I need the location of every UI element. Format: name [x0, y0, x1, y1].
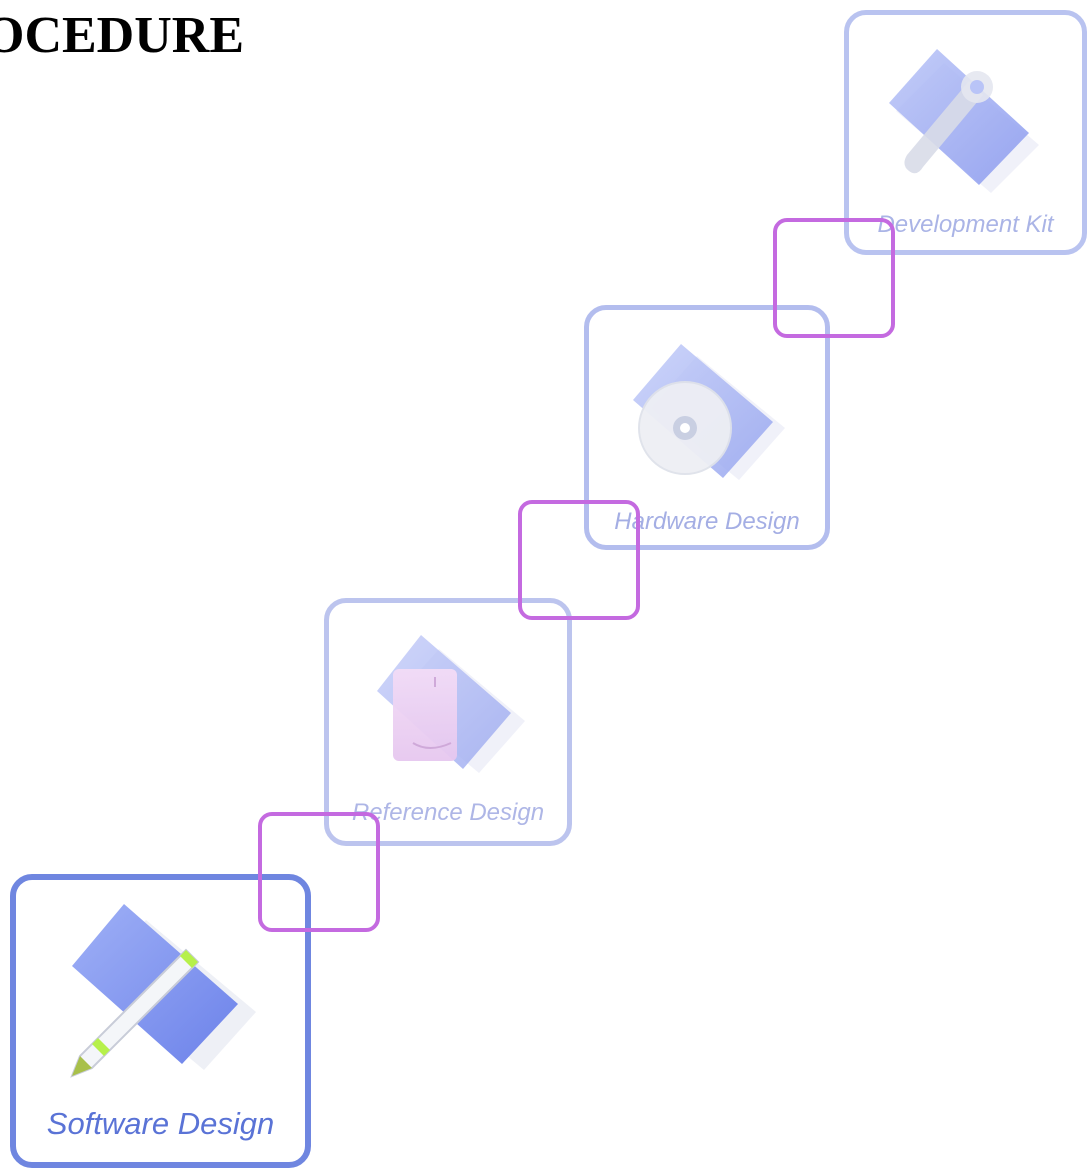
page-title: OCEDURE: [0, 7, 245, 64]
step-card-hardware-design[interactable]: Hardware Design: [584, 305, 830, 550]
connector-box: [258, 812, 380, 932]
connector-box: [518, 500, 640, 620]
step-card-development-kit[interactable]: Development Kit: [844, 10, 1087, 255]
step-label: Hardware Design: [614, 508, 800, 535]
step-label: Software Design: [46, 1106, 275, 1141]
connector-box: [773, 218, 895, 338]
step-card-reference-design[interactable]: Reference Design: [324, 598, 572, 846]
disc-folder-icon: [633, 344, 785, 480]
wrench-folder-icon: [889, 49, 1039, 193]
document-folder-icon: [377, 635, 525, 773]
step-label: Reference Design: [351, 799, 545, 826]
step-label: Development Kit: [877, 211, 1054, 238]
pencil-folder-icon: [70, 904, 256, 1078]
